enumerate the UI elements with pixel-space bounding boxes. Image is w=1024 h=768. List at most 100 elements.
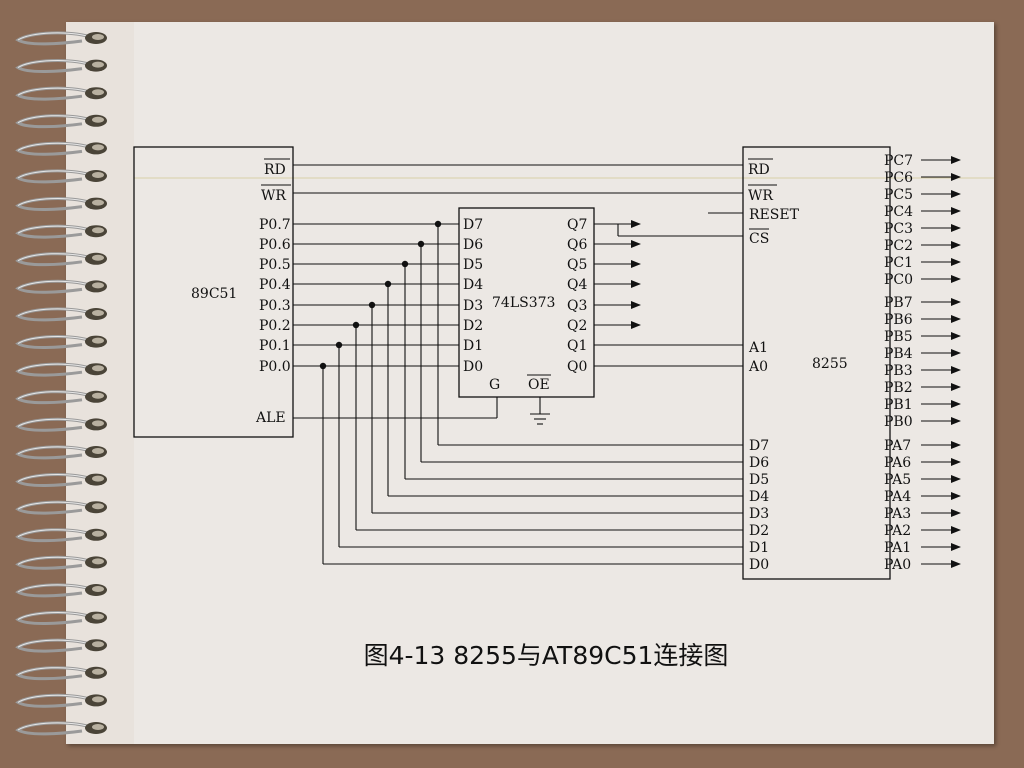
mcu-wr-label: WR xyxy=(261,188,286,204)
ppi-port-label: PC2 xyxy=(884,238,913,254)
latch-d-label: D0 xyxy=(463,359,483,375)
latch-q-label: Q4 xyxy=(567,277,587,293)
ring-coil xyxy=(15,197,107,211)
mcu-port-label: P0.6 xyxy=(259,237,291,253)
ring-coil xyxy=(15,473,107,487)
ring-coil xyxy=(15,390,107,405)
latch-d-label: D4 xyxy=(463,277,483,293)
ring-coil xyxy=(15,279,107,294)
ring-coil xyxy=(15,721,107,736)
ring-coil xyxy=(15,693,107,708)
ring-coil xyxy=(15,114,107,129)
mcu-port-label: P0.3 xyxy=(259,298,291,314)
latch-d-label: D6 xyxy=(463,237,483,253)
ring-coil xyxy=(15,86,107,101)
ppi-d-label: D4 xyxy=(749,489,769,505)
ppi-port-label: PB5 xyxy=(884,329,913,345)
ring-coil xyxy=(15,638,107,653)
latch-d-label: D5 xyxy=(463,257,483,273)
latch-name: 74LS373 xyxy=(492,295,555,311)
mcu-89c51: 89C51 RD WR P0.7P0.6P0.5P0.4P0.3P0.2P0.1… xyxy=(133,146,294,438)
ring-coil xyxy=(15,666,107,681)
ppi-port-label: PA6 xyxy=(884,455,911,471)
ppi-port-label: PC1 xyxy=(884,255,913,271)
mcu-port-label: P0.4 xyxy=(259,277,291,293)
ppi-reset-label: RESET xyxy=(749,207,800,223)
spiral-rings xyxy=(15,31,107,736)
ppi-port-label: PA7 xyxy=(884,438,911,454)
ppi-port-label: PC3 xyxy=(884,221,913,237)
mcu-ale-label: ALE xyxy=(255,410,286,426)
ppi-body xyxy=(742,146,891,580)
notebook-paper xyxy=(66,22,994,744)
ring-coil xyxy=(15,59,107,73)
ppi-port-label: PB7 xyxy=(884,295,913,311)
ring-coil xyxy=(15,611,107,625)
latch-d-label: D1 xyxy=(463,338,483,354)
ring-coil xyxy=(15,335,107,349)
ppi-d-label: D6 xyxy=(749,455,769,471)
ring-coil xyxy=(15,141,107,156)
latch-q-label: Q6 xyxy=(567,237,587,253)
ppi-port-label: PA0 xyxy=(884,557,911,573)
ring-coil xyxy=(15,417,107,432)
latch-d-label: D2 xyxy=(463,318,483,334)
ring-coil xyxy=(15,362,107,377)
ring-coil xyxy=(15,224,107,239)
mcu-body xyxy=(133,146,294,438)
latch-q-label: Q2 xyxy=(567,318,587,334)
ring-coil xyxy=(15,169,107,184)
ppi-port-label: PB3 xyxy=(884,363,913,379)
ppi-d-label: D7 xyxy=(749,438,769,454)
mcu-port-label: P0.7 xyxy=(259,217,291,233)
ppi-name: 8255 xyxy=(812,356,848,372)
ppi-wr-label: WR xyxy=(748,188,773,204)
ppi-d-label: D1 xyxy=(749,540,769,556)
ppi-cs-label: CS xyxy=(749,231,769,247)
latch-q-label: Q3 xyxy=(567,298,587,314)
ppi-port-label: PA4 xyxy=(884,489,911,505)
ppi-d-label: D5 xyxy=(749,472,769,488)
ppi-port-label: PB0 xyxy=(884,414,913,430)
mcu-port-labels: P0.7P0.6P0.5P0.4P0.3P0.2P0.1P0.0 xyxy=(259,217,291,375)
ppi-d-label: D3 xyxy=(749,506,769,522)
ppi-port-labels: PC7PC6PC5PC4PC3PC2PC1PC0PB7PB6PB5PB4PB3P… xyxy=(884,153,913,573)
ppi-port-label: PB6 xyxy=(884,312,913,328)
ring-coil xyxy=(15,252,107,267)
latch-g-label: G xyxy=(489,377,500,393)
latch-d-label: D7 xyxy=(463,217,483,233)
ppi-a0-label: A0 xyxy=(748,359,768,375)
ppi-port-label: PA5 xyxy=(884,472,911,488)
ppi-port-label: PC7 xyxy=(884,153,913,169)
latch-q-label: Q1 xyxy=(567,338,587,354)
mcu-rd-label: RD xyxy=(264,162,286,178)
latch-q-label: Q5 xyxy=(567,257,587,273)
ppi-port-label: PA3 xyxy=(884,506,911,522)
ring-coil xyxy=(15,583,107,598)
ring-coil xyxy=(15,500,107,515)
latch-d-label: D3 xyxy=(463,298,483,314)
paper-margin xyxy=(66,22,134,744)
ring-coil xyxy=(15,31,107,46)
mcu-port-label: P0.5 xyxy=(259,257,291,273)
ppi-port-label: PC4 xyxy=(884,204,913,220)
latch-q-label: Q7 xyxy=(567,217,587,233)
latch-body xyxy=(458,207,595,398)
figure-caption: 图4-13 8255与AT89C51连接图 xyxy=(364,641,729,670)
ppi-d-label: D0 xyxy=(749,557,769,573)
ring-coil xyxy=(15,307,107,322)
latch-q-label: Q0 xyxy=(567,359,587,375)
ppi-port-label: PC0 xyxy=(884,272,913,288)
ppi-port-label: PB4 xyxy=(884,346,913,362)
ppi-port-label: PA2 xyxy=(884,523,911,539)
mcu-port-label: P0.0 xyxy=(259,359,291,375)
ppi-port-label: PB2 xyxy=(884,380,913,396)
ring-coil xyxy=(15,445,107,460)
ring-coil xyxy=(15,555,107,570)
ppi-port-label: PC6 xyxy=(884,170,913,186)
